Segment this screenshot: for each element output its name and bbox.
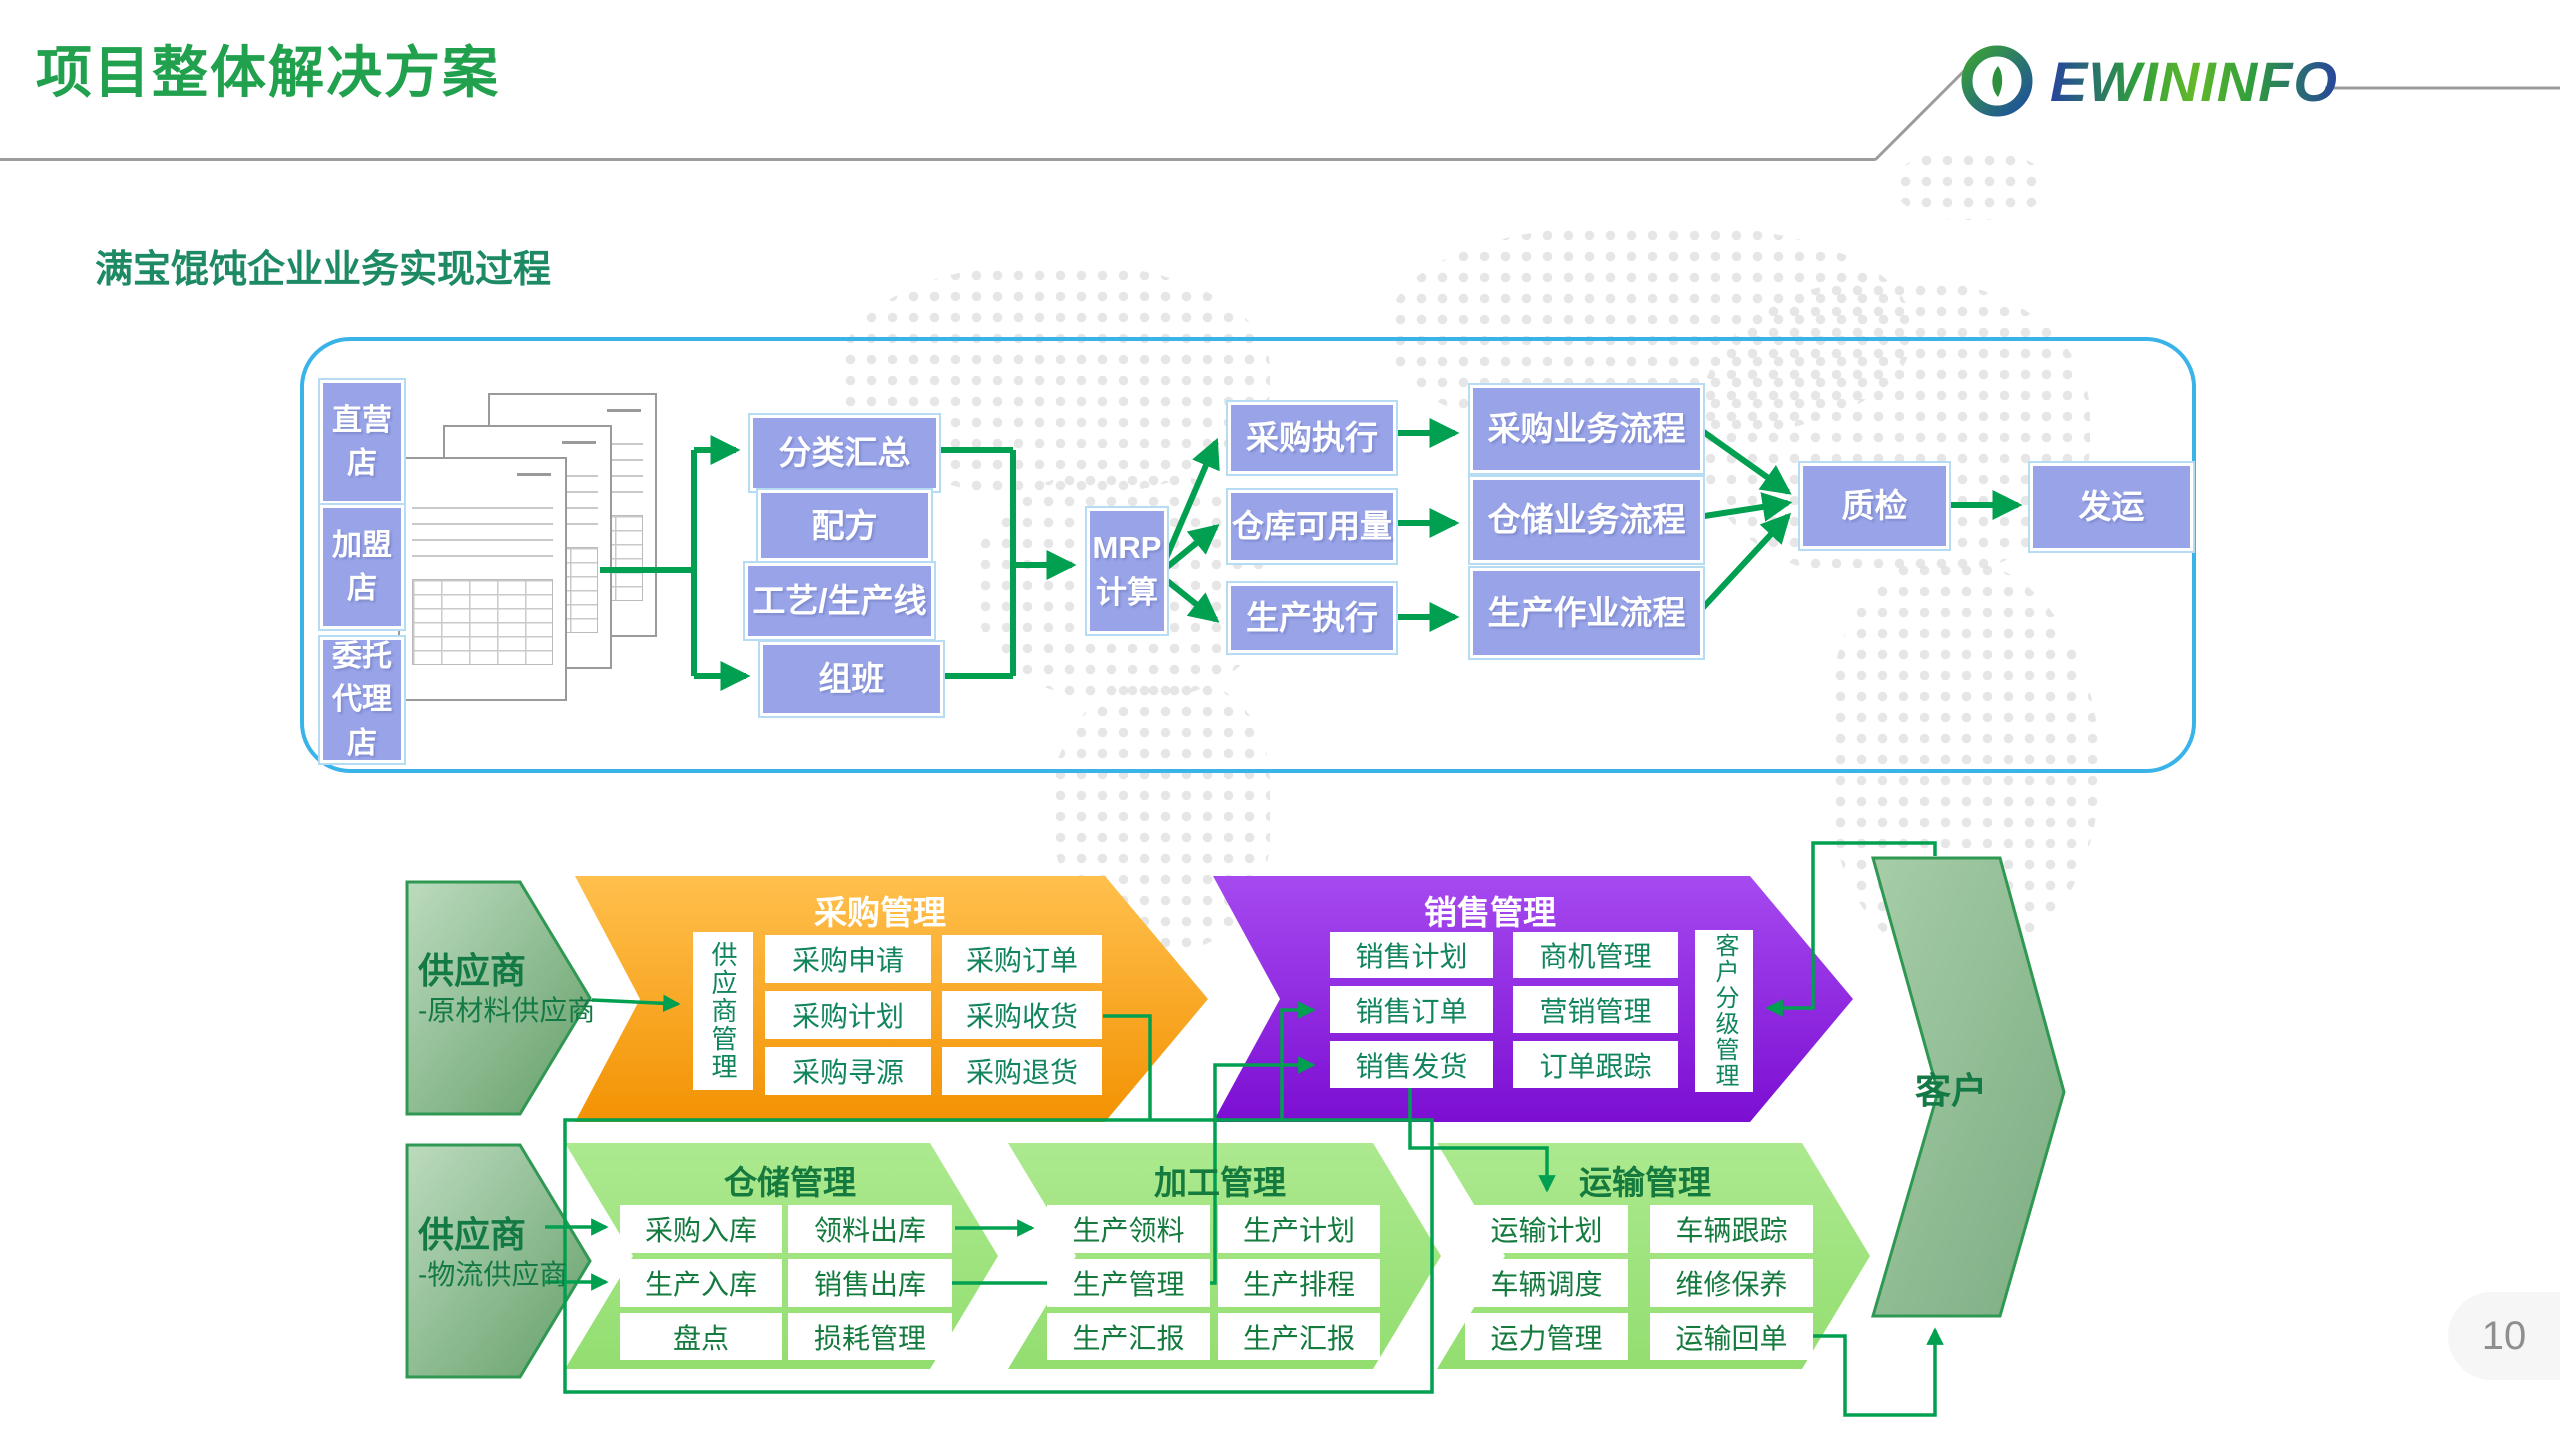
purchase-item-box: 采购退货 bbox=[942, 1047, 1102, 1095]
transport-item-box: 运力管理 bbox=[1465, 1313, 1628, 1360]
processing-item-box: 生产计划 bbox=[1218, 1205, 1380, 1253]
customer-grading-side-box: 客户分级管理 bbox=[1695, 930, 1753, 1092]
purchase-item-box: 采购计划 bbox=[765, 991, 931, 1039]
step-box-recipe: 配方 bbox=[756, 488, 933, 563]
warehouse-item-box: 盘点 bbox=[620, 1313, 782, 1360]
header-divider-line bbox=[0, 158, 1875, 161]
warehouse-item-box: 采购入库 bbox=[620, 1205, 782, 1253]
source-box-franchise-store: 加盟 店 bbox=[318, 503, 406, 631]
customer-label: 客户 bbox=[1915, 1070, 1988, 1111]
sales-item-box: 销售发货 bbox=[1330, 1041, 1493, 1088]
processing-management-title: 加工管理 bbox=[1154, 1164, 1286, 1201]
supplier-logistics-title: 供应商 bbox=[418, 1214, 527, 1255]
sales-item-box: 商机管理 bbox=[1513, 932, 1678, 978]
processing-item-box: 生产汇报 bbox=[1218, 1313, 1380, 1360]
exec-box-production: 生产执行 bbox=[1226, 581, 1398, 655]
purchase-item-box: 采购寻源 bbox=[765, 1047, 931, 1095]
slide-subtitle: 满宝馄饨企业业务实现过程 bbox=[95, 249, 552, 291]
transport-item-box: 车辆跟踪 bbox=[1650, 1205, 1813, 1253]
transport-item-box: 运输回单 bbox=[1650, 1313, 1813, 1360]
warehouse-item-box: 销售出库 bbox=[788, 1259, 952, 1307]
supplier-management-side-box: 供应商管理 bbox=[693, 932, 753, 1090]
step-box-shift-group: 组班 bbox=[758, 640, 945, 718]
transport-item-box: 车辆调度 bbox=[1465, 1259, 1628, 1307]
sales-item-box: 订单跟踪 bbox=[1513, 1041, 1678, 1088]
page-number-badge: 10 bbox=[2448, 1292, 2560, 1380]
supplier-material-label: 供应商 -原材料供应商 bbox=[418, 948, 595, 1028]
purchase-item-box: 采购收货 bbox=[942, 991, 1102, 1039]
ewininfo-leaf-icon bbox=[1961, 45, 2033, 117]
processing-item-box: 生产领料 bbox=[1047, 1205, 1210, 1253]
processing-item-box: 生产管理 bbox=[1047, 1259, 1210, 1307]
ewininfo-logo: EWININFO bbox=[1958, 42, 2338, 120]
exec-box-warehouse-availability: 仓库可用量 bbox=[1226, 488, 1398, 565]
purchase-item-box: 采购订单 bbox=[942, 935, 1102, 983]
transport-item-box: 维修保养 bbox=[1650, 1259, 1813, 1307]
top-flow-container bbox=[300, 337, 2196, 773]
sales-item-box: 营销管理 bbox=[1513, 986, 1678, 1033]
transport-management-title: 运输管理 bbox=[1579, 1164, 1711, 1201]
page-title: 项目整体解决方案 bbox=[36, 41, 500, 104]
order-document-page bbox=[398, 457, 567, 701]
warehouse-item-box: 损耗管理 bbox=[788, 1313, 952, 1360]
supplier-logistics-label: 供应商 -物流供应商 bbox=[418, 1212, 567, 1292]
warehouse-item-box: 生产入库 bbox=[620, 1259, 782, 1307]
purchase-item-box: 采购申请 bbox=[765, 935, 931, 983]
mrp-calculation-box: MRP 计算 bbox=[1085, 506, 1169, 636]
exec-box-purchase: 采购执行 bbox=[1226, 400, 1398, 476]
transport-item-box: 运输计划 bbox=[1465, 1205, 1628, 1253]
processing-item-box: 生产汇报 bbox=[1047, 1313, 1210, 1360]
ewininfo-logo-text: EWININFO bbox=[2050, 49, 2338, 113]
process-box-production-flow: 生产作业流程 bbox=[1468, 566, 1705, 660]
shipping-box: 发运 bbox=[2028, 461, 2195, 553]
warehouse-item-box: 领料出库 bbox=[788, 1205, 952, 1253]
step-box-classify-summary: 分类汇总 bbox=[748, 413, 941, 493]
process-box-warehouse-flow: 仓储业务流程 bbox=[1468, 475, 1705, 565]
process-box-purchase-flow: 采购业务流程 bbox=[1468, 383, 1705, 475]
sales-item-box: 销售计划 bbox=[1330, 932, 1493, 978]
processing-item-box: 生产排程 bbox=[1218, 1259, 1380, 1307]
source-box-agency-store: 委托 代理店 bbox=[318, 635, 406, 765]
source-box-direct-store: 直营 店 bbox=[318, 378, 406, 506]
supplier-material-subtitle: -原材料供应商 bbox=[418, 995, 596, 1026]
sales-management-title: 销售管理 bbox=[1424, 894, 1556, 931]
purchase-management-title: 采购管理 bbox=[814, 894, 946, 931]
supplier-logistics-subtitle: -物流供应商 bbox=[418, 1259, 568, 1290]
qc-box: 质检 bbox=[1798, 461, 1951, 551]
sales-item-box: 销售订单 bbox=[1330, 986, 1493, 1033]
warehouse-management-title: 仓储管理 bbox=[724, 1164, 856, 1201]
supplier-material-title: 供应商 bbox=[418, 950, 527, 991]
step-box-process-line: 工艺/生产线 bbox=[743, 561, 936, 641]
map-dots-decoration bbox=[1895, 150, 2045, 220]
